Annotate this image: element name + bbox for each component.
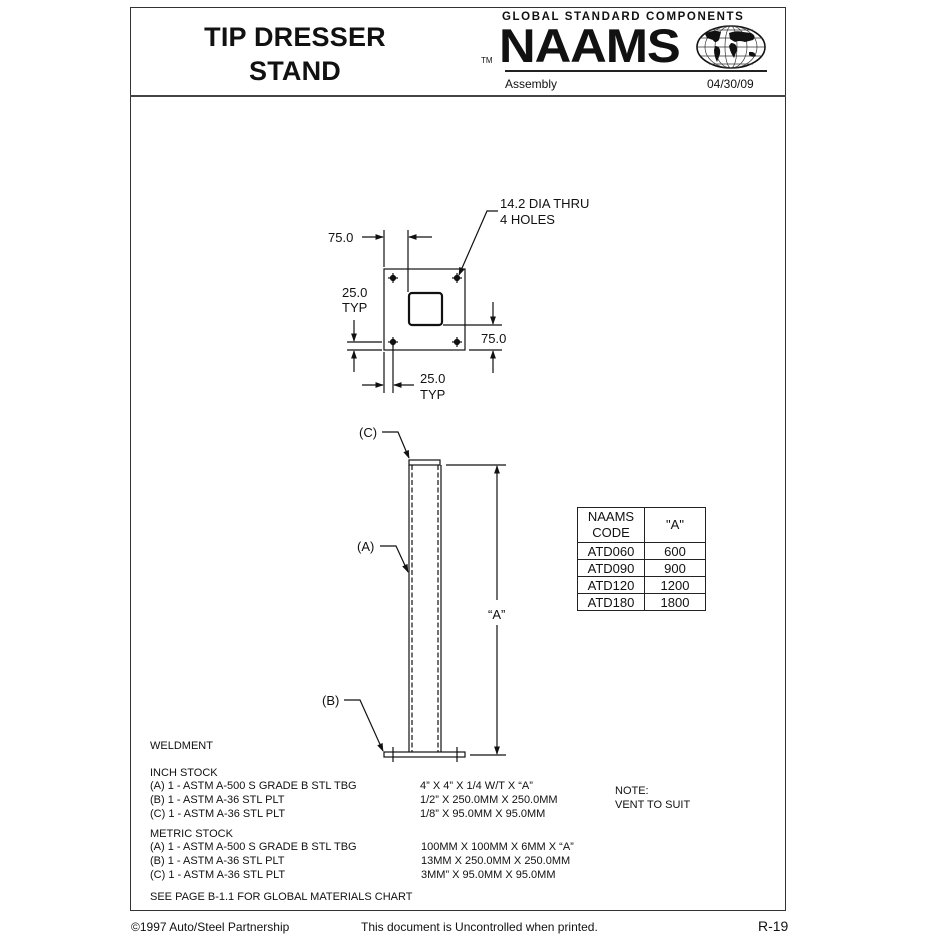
metric-item-b: (B) 1 - ASTM A-36 STL PLT — [150, 855, 285, 867]
disclaimer: This document is Uncontrolled when print… — [361, 920, 598, 934]
label-c: (C) — [359, 425, 378, 440]
copyright: ©1997 Auto/Steel Partnership — [131, 920, 290, 934]
inch-item-a: (A) 1 - ASTM A-500 S GRADE B STL TBG — [150, 780, 357, 792]
dim-top-75: 75.0 — [328, 230, 354, 245]
table-row: ATD060 600 — [577, 542, 706, 560]
code-cell: ATD120 — [577, 576, 645, 594]
page-number: R-19 — [758, 918, 789, 934]
dim-bottom-25: 25.0 — [420, 371, 446, 386]
metric-size-b: 13MM X 250.0MM X 250.0MM — [421, 855, 571, 867]
metric-size-a: 100MM X 100MM X 6MM X “A” — [421, 841, 574, 853]
inch-size-a: 4” X 4” X 1/4 W/T X “A” — [420, 780, 533, 792]
dim-right-75: 75.0 — [481, 331, 507, 346]
dim-left-25: 25.0 — [342, 285, 368, 300]
metric-stock-heading: METRIC STOCK — [150, 828, 233, 840]
inch-item-c: (C) 1 - ASTM A-36 STL PLT — [150, 808, 286, 820]
title-line-1: TIP DRESSER — [204, 22, 386, 52]
header-divider — [130, 95, 786, 97]
table-row: ATD180 1800 — [577, 593, 706, 611]
tagline: GLOBAL STANDARD COMPONENTS — [502, 11, 745, 23]
metric-item-c: (C) 1 - ASTM A-36 STL PLT — [150, 869, 286, 881]
weldment-heading: WELDMENT — [150, 740, 213, 752]
logo-rule — [505, 70, 767, 72]
inch-size-b: 1/2” X 250.0MM X 250.0MM — [420, 794, 558, 806]
naams-code-table: NAAMS CODE "A" ATD060 600 ATD090 900 ATD… — [577, 507, 706, 611]
mounting-holes — [388, 273, 462, 347]
code-cell: ATD060 — [577, 542, 645, 560]
globe-icon — [696, 25, 766, 69]
document-category: Assembly — [505, 77, 558, 91]
trademark: TM — [481, 56, 493, 65]
see-page-note: SEE PAGE B-1.1 FOR GLOBAL MATERIALS CHAR… — [150, 891, 413, 903]
page-title: TIP DRESSER STAND — [160, 20, 430, 88]
header-naams-code: NAAMS CODE — [577, 507, 645, 543]
note-label: NOTE: — [615, 785, 649, 797]
inch-size-c: 1/8” X 95.0MM X 95.0MM — [420, 808, 546, 820]
table-header-row: NAAMS CODE "A" — [577, 507, 706, 543]
drawing-frame — [130, 7, 786, 911]
dim-left-typ: TYP — [342, 300, 368, 315]
metric-size-c: 3MM” X 95.0MM X 95.0MM — [421, 869, 556, 881]
title-line-2: STAND — [249, 56, 341, 86]
inch-item-b: (B) 1 - ASTM A-36 STL PLT — [150, 794, 285, 806]
hole-callout-line-2: 4 HOLES — [500, 212, 555, 227]
label-a: (A) — [357, 539, 375, 554]
value-cell: 1800 — [644, 593, 706, 611]
code-cell: ATD090 — [577, 559, 645, 577]
value-cell: 1200 — [644, 576, 706, 594]
hole-callout-line-1: 14.2 DIA THRU — [500, 196, 590, 211]
document-date: 04/30/09 — [707, 77, 754, 91]
value-cell: 600 — [644, 542, 706, 560]
table-row: ATD090 900 — [577, 559, 706, 577]
inch-stock-heading: INCH STOCK — [150, 767, 218, 779]
note-text: VENT TO SUIT — [615, 799, 691, 811]
dim-bottom-typ: TYP — [420, 387, 446, 402]
dim-height-a: “A” — [488, 607, 506, 622]
side-view-stand — [344, 431, 506, 762]
value-cell: 900 — [644, 559, 706, 577]
metric-item-a: (A) 1 - ASTM A-500 S GRADE B STL TBG — [150, 841, 357, 853]
header-a: "A" — [644, 507, 706, 543]
code-cell: ATD180 — [577, 593, 645, 611]
top-view-plate — [347, 210, 502, 393]
table-row: ATD120 1200 — [577, 576, 706, 594]
label-b: (B) — [322, 693, 340, 708]
brand-logo-text: NAAMS — [499, 19, 681, 72]
